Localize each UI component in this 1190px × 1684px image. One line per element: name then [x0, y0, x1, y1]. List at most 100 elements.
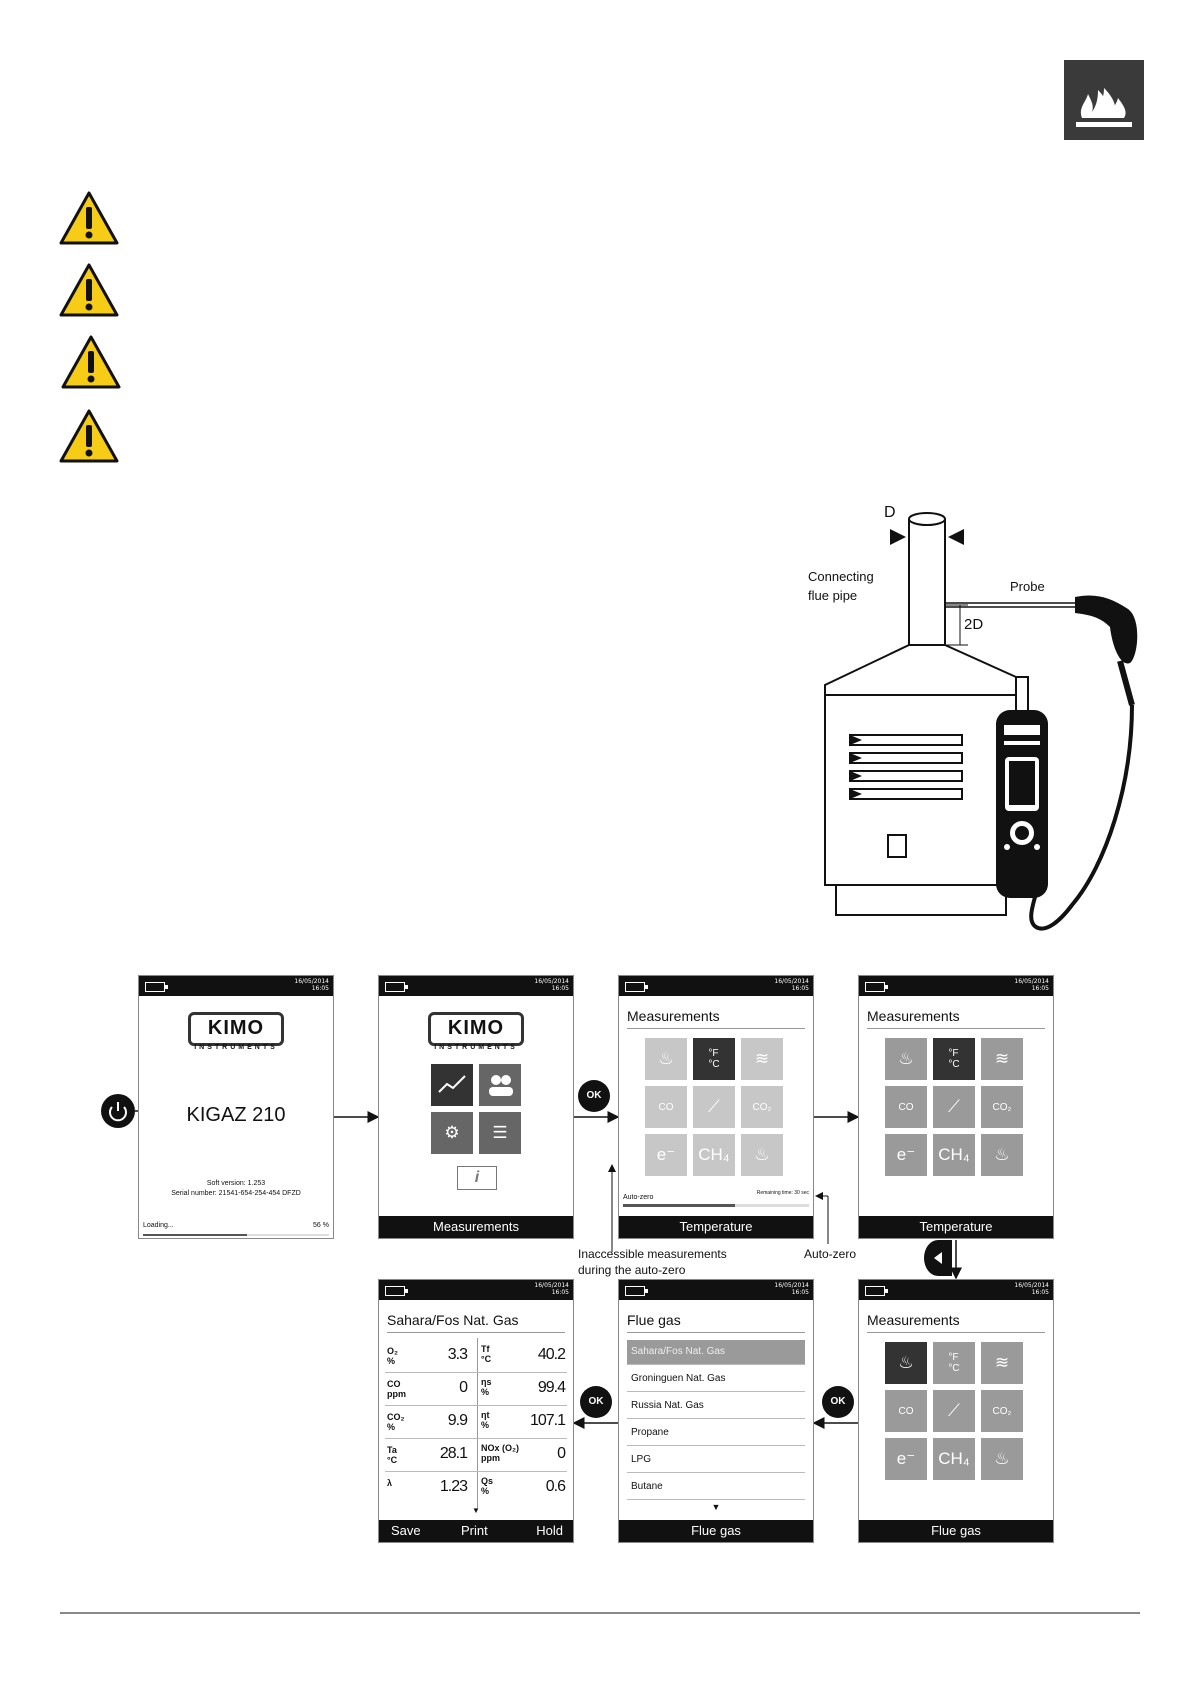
- fuel-item[interactable]: Butane: [627, 1475, 805, 1500]
- screen-title: Measurements: [627, 1008, 805, 1029]
- probe-icon[interactable]: ⟋: [933, 1390, 975, 1432]
- temperature-icon[interactable]: °F °C: [693, 1038, 735, 1080]
- screen-title: Sahara/Fos Nat. Gas: [387, 1312, 565, 1333]
- ok-button[interactable]: OK: [578, 1080, 610, 1112]
- connecting-flue-pipe-label: Connecting flue pipe: [808, 569, 874, 603]
- battery-icon: [865, 1286, 888, 1296]
- screen-fuel-list: 16/05/2014 16:05 Flue gas Sahara/Fos Nat…: [618, 1279, 814, 1543]
- info-icon[interactable]: i: [457, 1166, 497, 1190]
- result-label: CO ppm: [387, 1379, 406, 1399]
- flame-icon[interactable]: ♨: [885, 1342, 927, 1384]
- flame-icon: [1076, 88, 1132, 127]
- warning-icon: [59, 409, 119, 463]
- ch4-icon[interactable]: CH₄: [933, 1134, 975, 1176]
- temperature-icon[interactable]: °F °C: [933, 1342, 975, 1384]
- probe-icon[interactable]: ⟋: [933, 1086, 975, 1128]
- warning-icon: [59, 191, 119, 245]
- fuel-item[interactable]: Groninguen Nat. Gas: [627, 1367, 805, 1392]
- date-time: 16/05/2014 16:05: [774, 978, 809, 992]
- print-button[interactable]: Print: [461, 1523, 488, 1538]
- fuel-item[interactable]: LPG: [627, 1448, 805, 1473]
- fuel-item[interactable]: Propane: [627, 1421, 805, 1446]
- settings-gear-icon[interactable]: ⚙: [431, 1112, 473, 1154]
- users-icon[interactable]: [479, 1064, 521, 1106]
- loading-text: Loading...: [143, 1222, 174, 1229]
- fuel-item[interactable]: Sahara/Fos Nat. Gas: [627, 1340, 805, 1365]
- screen-title: Flue gas: [627, 1312, 805, 1333]
- temperature-icon[interactable]: °F °C: [933, 1038, 975, 1080]
- d-label: D: [884, 504, 896, 521]
- warning-icon: [59, 263, 119, 317]
- measurements-chart-icon[interactable]: [431, 1064, 473, 1106]
- flame-icon[interactable]: ♨: [885, 1038, 927, 1080]
- date-time: 16/05/2014 16:05: [534, 1282, 569, 1296]
- draft-icon: ≋: [741, 1038, 783, 1080]
- result-value: 0.6: [545, 1478, 566, 1495]
- status-bar: 16/05/2014 16:05: [619, 976, 813, 996]
- warning-icon: [61, 335, 121, 389]
- ch4-icon: CH₄: [693, 1134, 735, 1176]
- screen-measurements-fluegas: 16/05/2014 16:05 Measurements ♨ °F °C ≋ …: [858, 1279, 1054, 1543]
- ok-button[interactable]: OK: [580, 1386, 612, 1418]
- result-value: 3.3: [447, 1346, 468, 1363]
- scroll-down-icon[interactable]: ▼: [711, 1502, 721, 1512]
- result-value: 0: [557, 1445, 566, 1462]
- scroll-down-icon[interactable]: ▼: [472, 1506, 480, 1515]
- date-time: 16/05/2014 16:05: [1014, 1282, 1049, 1296]
- footer-label: Temperature: [619, 1216, 813, 1238]
- date-time: 16/05/2014 16:05: [1014, 978, 1049, 992]
- draft-icon[interactable]: ≋: [981, 1342, 1023, 1384]
- auto-zero-text: Auto-zero: [623, 1194, 654, 1201]
- ch4-icon[interactable]: CH₄: [933, 1438, 975, 1480]
- draft-icon[interactable]: ≋: [981, 1038, 1023, 1080]
- co-icon[interactable]: CO: [885, 1086, 927, 1128]
- result-label: Ta °C: [387, 1445, 398, 1465]
- electron-flame-icon[interactable]: e⁻: [885, 1134, 927, 1176]
- co-icon[interactable]: CO: [885, 1390, 927, 1432]
- result-label: λ: [387, 1478, 393, 1488]
- fuel-item[interactable]: Russia Nat. Gas: [627, 1394, 805, 1419]
- status-bar: 16/05/2014 16:05: [379, 1280, 573, 1300]
- battery-icon: [385, 982, 408, 992]
- flue-co-icon[interactable]: ♨: [981, 1134, 1023, 1176]
- probe-label: Probe: [1010, 579, 1045, 594]
- result-value: 107.1: [529, 1412, 566, 1429]
- auto-zero-progress: [623, 1204, 809, 1207]
- flue-co-icon[interactable]: ♨: [981, 1438, 1023, 1480]
- result-value: 9.9: [447, 1412, 468, 1429]
- kimo-logo-sub: INSTRUMENTS: [194, 1044, 278, 1051]
- date-time: 16/05/2014 16:05: [534, 978, 569, 992]
- left-arrow-button[interactable]: [924, 1240, 952, 1276]
- co2-icon[interactable]: CO₂: [981, 1086, 1023, 1128]
- screen-main-menu: 16/05/2014 16:05 KIMO INSTRUMENTS ⚙ ☰ i …: [378, 975, 574, 1239]
- auto-zero-progress-fill: [623, 1204, 735, 1207]
- ok-button[interactable]: OK: [822, 1386, 854, 1418]
- status-bar: 16/05/2014 16:05: [619, 1280, 813, 1300]
- status-bar: 16/05/2014 16:05: [379, 976, 573, 996]
- remaining-time: Remaining time: 30 sec: [756, 1190, 809, 1196]
- loading-progress-track: [143, 1234, 329, 1236]
- screen-boot: 16/05/2014 16:05 KIMO INSTRUMENTS KIGAZ …: [138, 975, 334, 1239]
- checklist-icon[interactable]: ☰: [479, 1112, 521, 1154]
- footer-label: Temperature: [859, 1216, 1053, 1238]
- result-label: Qs %: [481, 1476, 494, 1496]
- power-icon[interactable]: [101, 1094, 135, 1128]
- serial-number: Serial number: 21541-654-254-454 DFZD: [171, 1190, 301, 1197]
- co2-icon[interactable]: CO₂: [981, 1390, 1023, 1432]
- result-value: 28.1: [439, 1445, 468, 1462]
- hold-button[interactable]: Hold: [536, 1523, 563, 1538]
- save-button[interactable]: Save: [391, 1523, 421, 1538]
- status-bar: 16/05/2014 16:05: [139, 976, 333, 996]
- electron-flame-icon[interactable]: e⁻: [885, 1438, 927, 1480]
- footer-label: Flue gas: [619, 1520, 813, 1542]
- row-divider: [385, 1438, 567, 1439]
- screen-measurements-temperature: 16/05/2014 16:05 Measurements ♨ °F °C ≋ …: [858, 975, 1054, 1239]
- result-label: CO₂ %: [387, 1412, 405, 1432]
- flue-co-icon: ♨: [741, 1134, 783, 1176]
- soft-version: Soft version: 1.253: [206, 1180, 266, 1187]
- battery-icon: [145, 982, 168, 992]
- footer-label: Measurements: [379, 1216, 573, 1238]
- result-value: 40.2: [537, 1346, 566, 1363]
- battery-icon: [865, 982, 888, 992]
